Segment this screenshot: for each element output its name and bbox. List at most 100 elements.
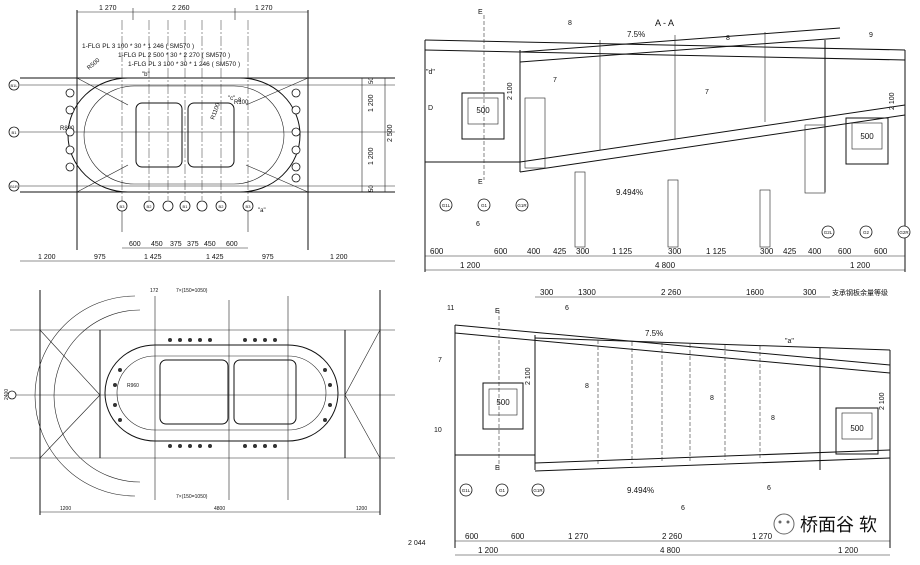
bubble-g1l: G1L bbox=[442, 203, 451, 208]
mark-8: 8 bbox=[238, 98, 242, 104]
sb-total-3: 1 200 bbox=[838, 546, 859, 555]
sb-height-left: 2 100 bbox=[525, 367, 532, 385]
sb-weld-5: 8 bbox=[585, 383, 589, 390]
weld-mark-3: 7 bbox=[553, 77, 557, 84]
mark-c: "c" bbox=[228, 96, 235, 102]
section-total-3: 1 200 bbox=[850, 261, 871, 270]
radius-r100: R100 bbox=[234, 100, 249, 106]
radius-r500: R500 bbox=[86, 57, 101, 71]
section-dim-7: 300 bbox=[668, 247, 682, 256]
plan-bottom-view: 7×(150=1050) 172 R960 2400 7×(150=1050) … bbox=[4, 288, 426, 547]
sb-total-1: 1 200 bbox=[478, 546, 499, 555]
bubble-g2r: G2R bbox=[899, 230, 909, 235]
section-mark-e2: E bbox=[478, 179, 483, 186]
plan-bottom-dim-2: 4800 bbox=[214, 506, 225, 512]
sb-weld-4: 6 bbox=[565, 305, 569, 312]
section-a-a: 500 500 A - A E E D "d" 7.5% 9.494% 8 8 … bbox=[424, 9, 911, 272]
sb-mark-e1: E bbox=[495, 308, 500, 315]
section-dim-6: 1 125 bbox=[612, 247, 633, 256]
section-total-2: 4 800 bbox=[655, 261, 676, 270]
column-bubble-5: B3 bbox=[246, 204, 252, 209]
sb-top-dim-2: 1300 bbox=[578, 288, 596, 297]
box-label-left: 500 bbox=[476, 106, 490, 115]
right-dim-2: 1 200 bbox=[368, 147, 375, 165]
column-bubble-1: B3 bbox=[120, 204, 126, 209]
weld-mark-2: 8 bbox=[726, 35, 730, 42]
sb-mark-a: "a" bbox=[785, 338, 794, 345]
slope-bottom: 9.494% bbox=[616, 188, 643, 197]
right-dim-4: 50 bbox=[369, 77, 375, 84]
bottom-dim-1: 600 bbox=[129, 241, 141, 248]
plan-bottom-note-3: 7×(150=1050) bbox=[176, 494, 208, 500]
section-dim-12: 600 bbox=[838, 247, 852, 256]
section-mark-e1: E bbox=[478, 9, 483, 16]
mark-a: "a" bbox=[258, 208, 266, 214]
sb-dim-5: 1 270 bbox=[752, 532, 773, 541]
slope-top: 7.5% bbox=[627, 30, 645, 39]
bottom-dim-7: 1 200 bbox=[38, 254, 56, 261]
sb-box-label-right: 500 bbox=[850, 424, 864, 433]
sb-slope-top: 7.5% bbox=[645, 329, 663, 338]
sb-title-note: 支承钢板余量等级 bbox=[832, 288, 888, 297]
section-dim-5: 300 bbox=[576, 247, 590, 256]
sb-dim-4: 2 260 bbox=[662, 532, 683, 541]
section-dim-11: 400 bbox=[808, 247, 822, 256]
bottom-dim-8: 975 bbox=[94, 254, 106, 261]
bubble-g1: G1 bbox=[481, 203, 488, 208]
section-bottom: 300 1300 2 260 1600 300 支承钢板余量等级 500 500… bbox=[434, 288, 891, 556]
sb-weld-6: 8 bbox=[710, 395, 714, 402]
sb-weld-3: 10 bbox=[434, 427, 442, 434]
bubble-b1l: B1L bbox=[10, 83, 18, 88]
sb-slope-bottom: 9.494% bbox=[627, 486, 654, 495]
bubble-b1r: B1R bbox=[10, 184, 18, 189]
weld-mark-1: 8 bbox=[568, 20, 572, 27]
sb-weld-1: 11 bbox=[447, 305, 454, 312]
plan-bottom-note-4: 2 044 bbox=[408, 540, 426, 547]
box-label-right: 500 bbox=[860, 132, 874, 141]
mark-b: "b" bbox=[142, 72, 150, 78]
sb-box-label-left: 500 bbox=[496, 398, 510, 407]
column-bubble-3: B1 bbox=[183, 204, 189, 209]
bottom-dim-12: 1 200 bbox=[330, 254, 348, 261]
section-dim-10: 425 bbox=[783, 247, 797, 256]
bubble-b1: B1 bbox=[12, 130, 18, 135]
sb-bubble-g1l: G1L bbox=[462, 488, 471, 493]
weld-mark-6: 6 bbox=[476, 221, 480, 228]
radius-r1100: R1100 bbox=[210, 102, 222, 121]
sb-total-2: 4 800 bbox=[660, 546, 681, 555]
section-dim-13: 600 bbox=[874, 247, 888, 256]
section-dim-4: 425 bbox=[553, 247, 567, 256]
section-title: A - A bbox=[655, 18, 674, 28]
plan-top-view: 1 270 2 260 1 270 1-FLG PL 3 100 * 30 * … bbox=[8, 5, 395, 262]
column-bubble-4: B2 bbox=[219, 204, 225, 209]
sb-top-dim-3: 2 260 bbox=[661, 288, 682, 297]
section-mark-d: D bbox=[428, 105, 433, 112]
plan-top-dim-2: 2 260 bbox=[172, 5, 190, 12]
section-mark-d-quote: "d" bbox=[426, 69, 435, 76]
sb-mark-e2: E bbox=[495, 465, 500, 472]
sb-dim-3: 1 270 bbox=[568, 532, 589, 541]
plan-bottom-dim-1: 1200 bbox=[60, 506, 71, 512]
flange-note-2: 1-FLG PL 2 500 * 30 * 2 270 ( SM570 ) bbox=[118, 52, 230, 59]
sb-weld-8: 6 bbox=[681, 505, 685, 512]
bottom-dim-3: 375 bbox=[170, 241, 182, 248]
bubble-g1r: G1R bbox=[517, 203, 527, 208]
bottom-dim-2: 450 bbox=[151, 241, 163, 248]
weld-mark-4: 7 bbox=[705, 89, 709, 96]
sb-dim-2: 600 bbox=[511, 532, 525, 541]
bottom-dim-6: 600 bbox=[226, 241, 238, 248]
section-dim-3: 400 bbox=[527, 247, 541, 256]
bottom-dim-5: 450 bbox=[204, 241, 216, 248]
watermark: 桥面谷 软 bbox=[773, 513, 877, 535]
flange-note-3: 1-FLG PL 3 100 * 30 * 1 246 ( SM570 ) bbox=[128, 61, 240, 68]
plan-top-dim-3: 1 270 bbox=[255, 5, 273, 12]
plan-bottom-dim-3: 1200 bbox=[356, 506, 367, 512]
sb-top-dim-5: 300 bbox=[803, 288, 817, 297]
section-dim-8: 1 125 bbox=[706, 247, 727, 256]
weld-mark-5: 9 bbox=[869, 32, 873, 39]
bottom-dim-4: 375 bbox=[187, 241, 199, 248]
height-right: 2 100 bbox=[889, 92, 896, 110]
plan-bottom-left-dim: 2400 bbox=[4, 389, 10, 400]
watermark-text: 桥面谷 软 bbox=[800, 515, 877, 535]
